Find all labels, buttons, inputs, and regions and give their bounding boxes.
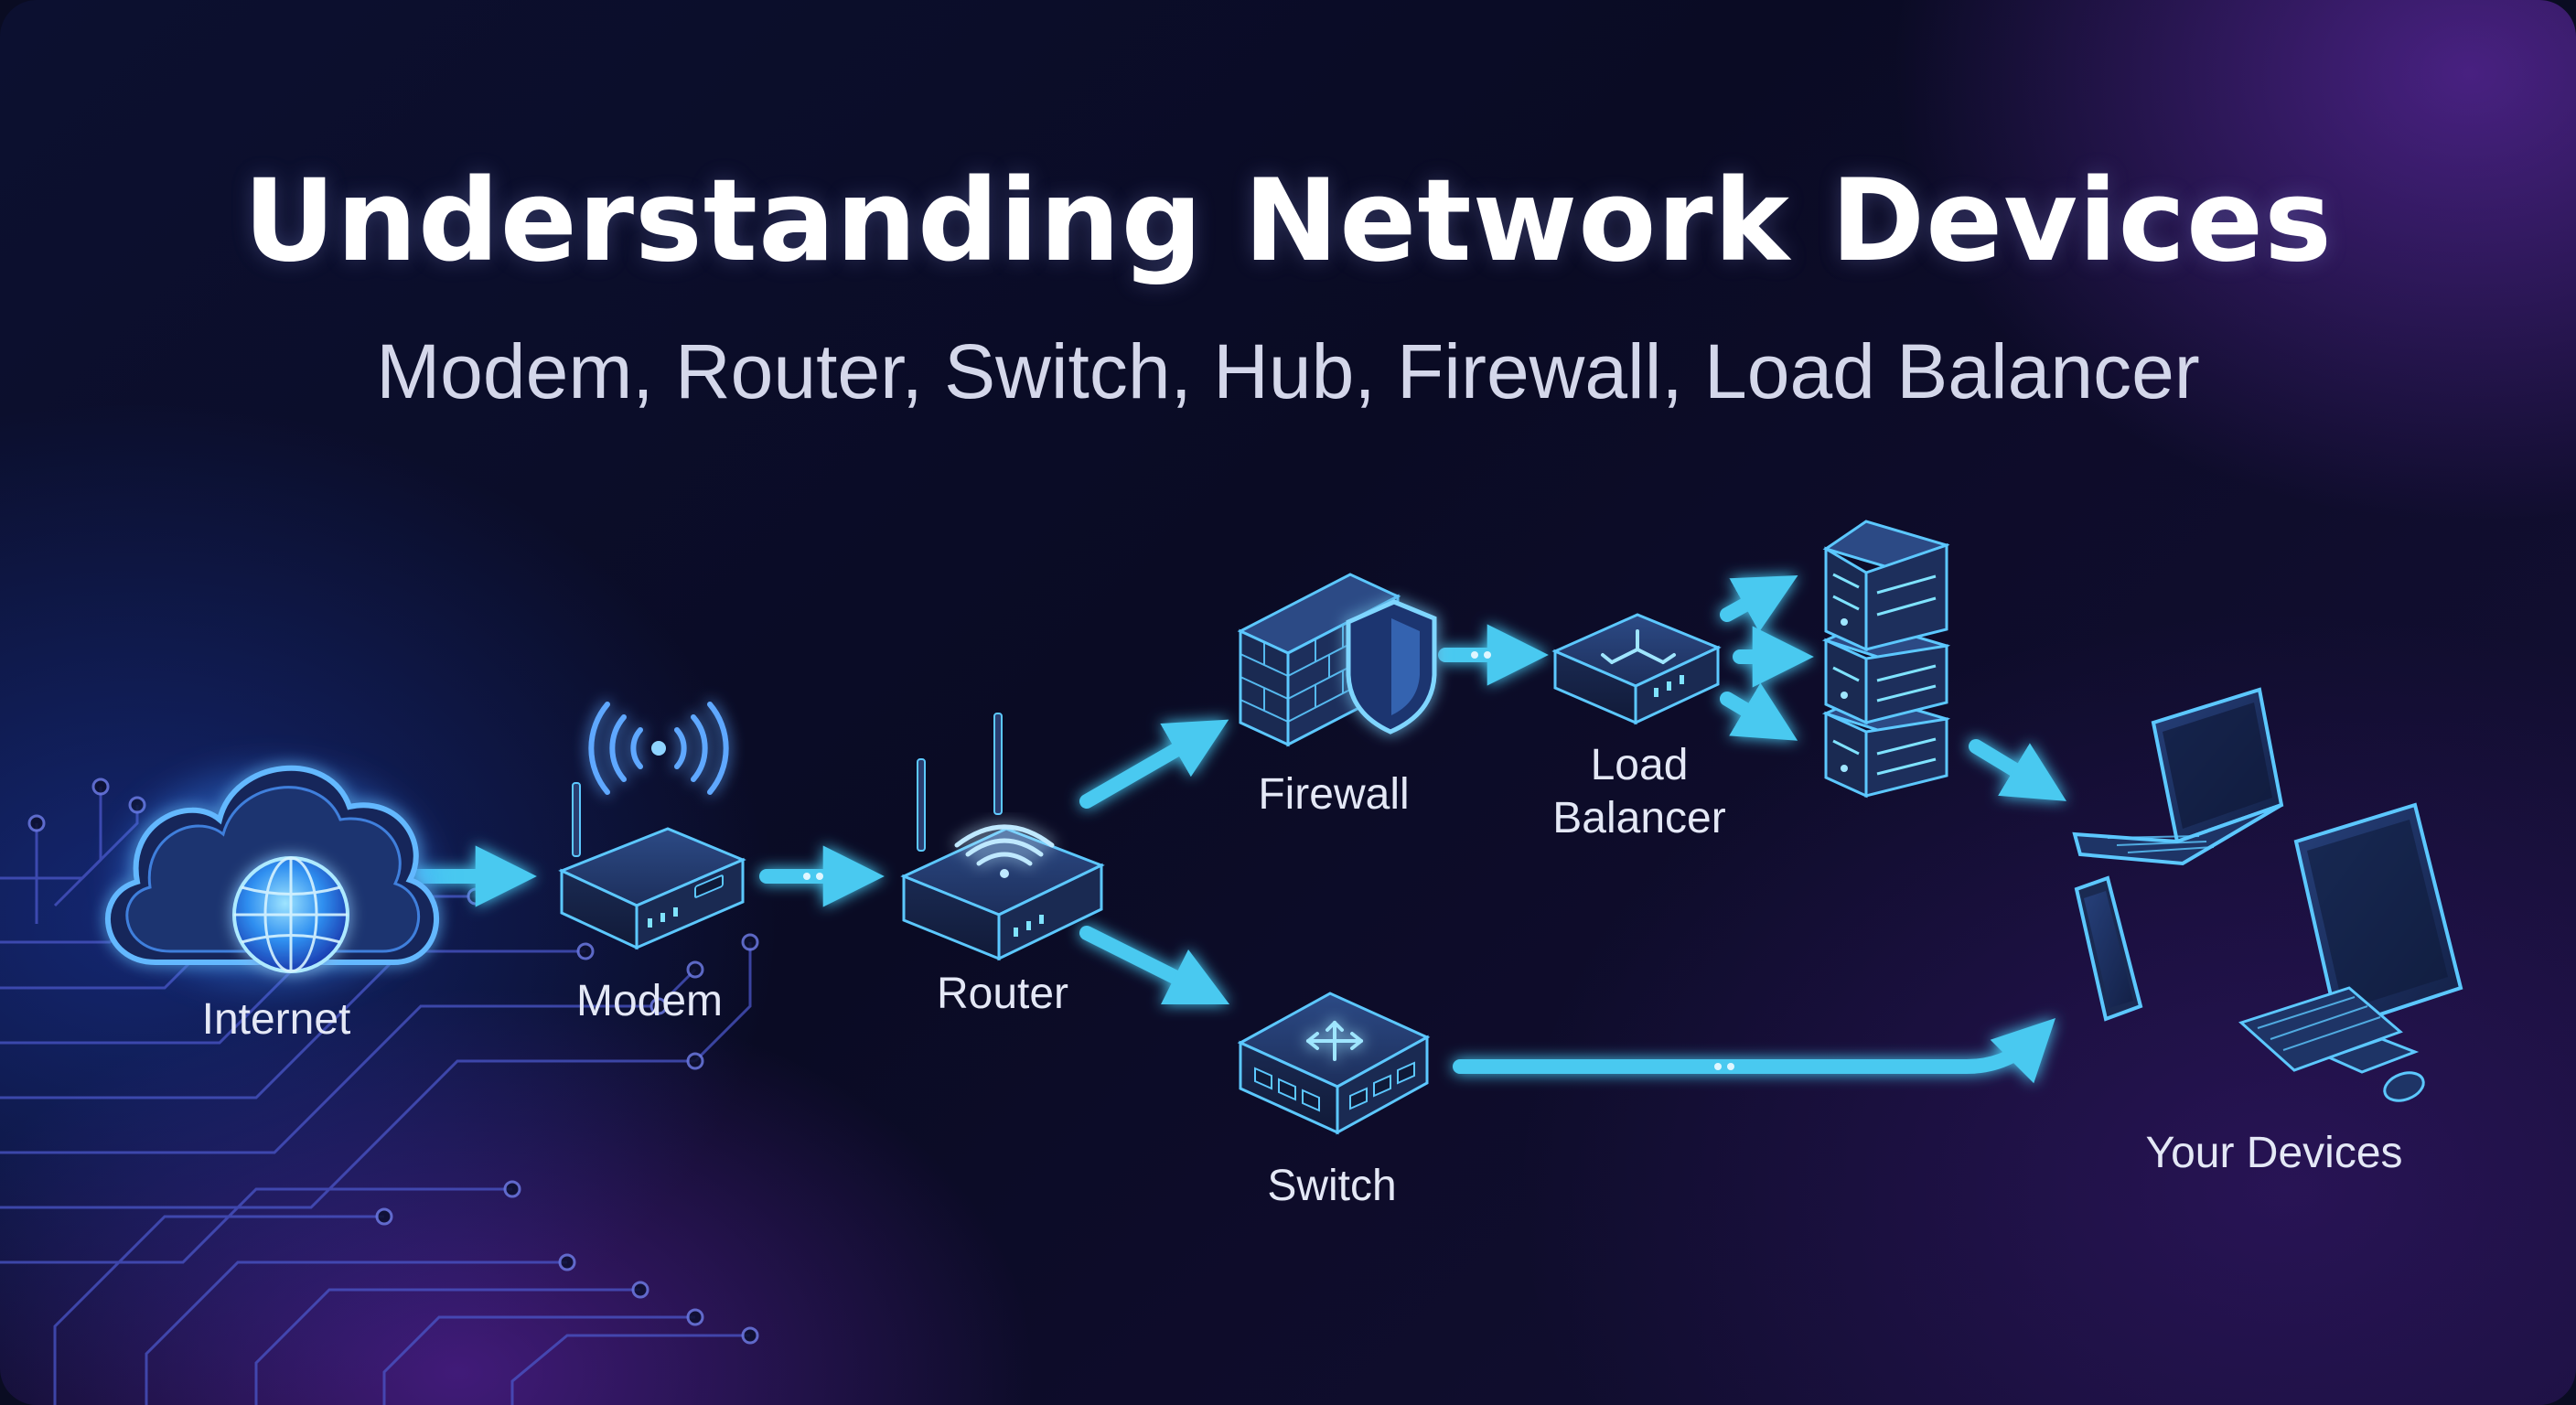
- arrow-router-switch: [1079, 926, 1230, 1005]
- arrow-dots: [803, 651, 1734, 1070]
- modem-label: Modem: [575, 977, 724, 1025]
- router-icon: [900, 713, 1105, 961]
- load-balancer-icon: [1551, 613, 1722, 725]
- arrow-lb-server-top: [1720, 574, 1798, 632]
- firewall-shield-icon: [1237, 573, 1437, 747]
- internet-label: Internet: [201, 995, 351, 1044]
- server-unit-top: [1822, 520, 1950, 652]
- mouse-icon: [2383, 1071, 2425, 1102]
- modem-icon: [558, 702, 746, 950]
- keyboard-icon: [2238, 986, 2403, 1072]
- arrow-servers-devices: [1969, 739, 2066, 801]
- page-title: Understanding Network Devices: [243, 156, 2333, 287]
- page-subtitle: Modem, Router, Switch, Hub, Firewall, Lo…: [376, 328, 2200, 414]
- load-balancer-label: Load Balancer: [1552, 741, 1726, 842]
- laptop-icon: [2072, 687, 2284, 866]
- devices-icon: [2072, 687, 2463, 1102]
- switch-icon: [1237, 992, 1431, 1135]
- firewall-label: Firewall: [1258, 770, 1410, 819]
- phone-icon: [2074, 875, 2143, 1022]
- desktop-monitor-icon: [2293, 802, 2463, 1074]
- switch-label: Switch: [1267, 1162, 1397, 1210]
- arrow-lb-server-bottom: [1720, 682, 1798, 741]
- circuit-traces: [0, 787, 752, 1405]
- router-label: Router: [936, 970, 1069, 1018]
- arrow-router-firewall: [1079, 719, 1229, 809]
- cloud-globe-icon: [104, 765, 440, 988]
- devices-label: Your Devices: [2145, 1129, 2403, 1177]
- server-stack-icon: [1821, 520, 1951, 799]
- arrow-switch-devices: [1453, 1017, 2056, 1084]
